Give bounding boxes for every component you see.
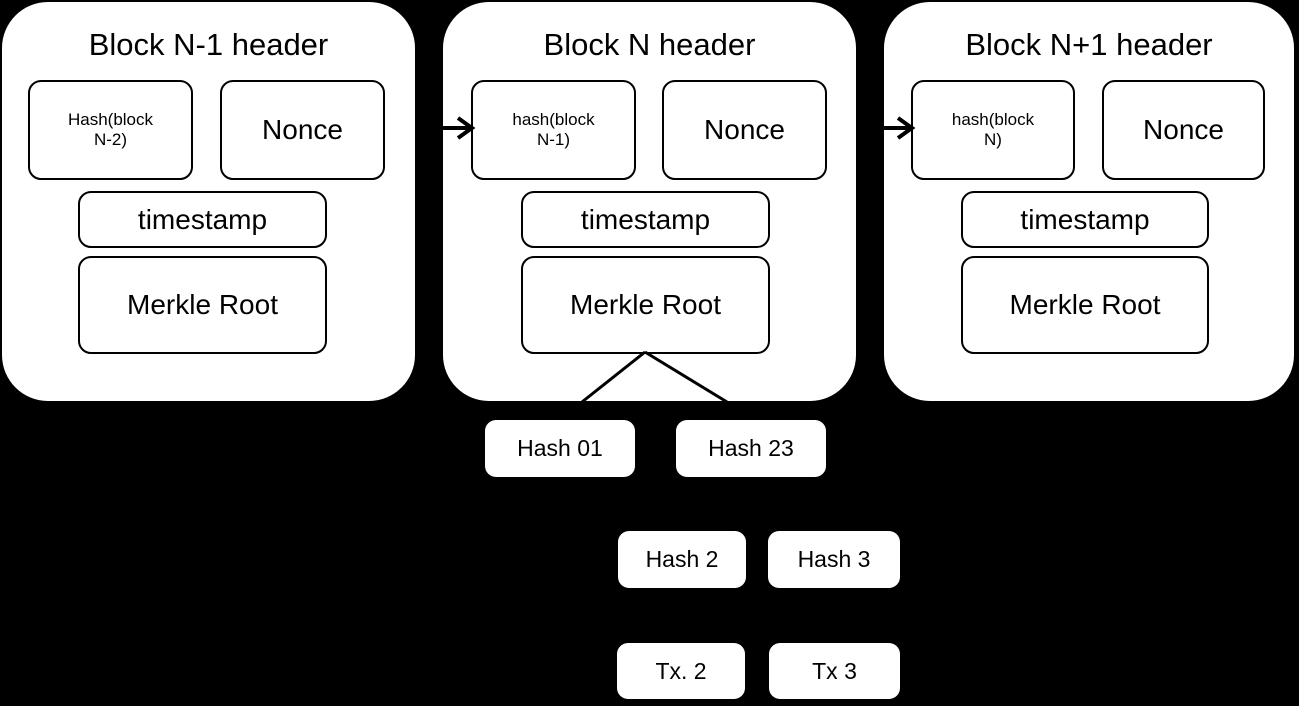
timestamp-field-n-plus-1: timestamp bbox=[961, 191, 1209, 248]
nonce-field-n: Nonce bbox=[662, 80, 827, 180]
merkle-root-field-n-minus-1: Merkle Root bbox=[78, 256, 327, 354]
merkle-leaf-hash-2: Hash 2 bbox=[618, 531, 746, 588]
transaction-tx-2: Tx. 2 bbox=[617, 643, 745, 699]
prev-hash-text-n-plus-1: hash(block N) bbox=[952, 110, 1034, 150]
prev-hash-line2-n-plus-1: N) bbox=[984, 130, 1002, 149]
block-title-n: Block N header bbox=[543, 27, 756, 62]
merkle-branch-hash-23: Hash 23 bbox=[676, 420, 826, 477]
merkle-root-field-n-plus-1: Merkle Root bbox=[961, 256, 1209, 354]
prev-hash-line1-n-plus-1: hash(block bbox=[951, 109, 1035, 129]
prev-hash-line1-n-minus-1: Hash(block bbox=[67, 109, 154, 129]
prev-hash-line2-n: N-1) bbox=[536, 130, 571, 149]
merkle-root-field-n: Merkle Root bbox=[521, 256, 770, 354]
block-title-n-minus-1: Block N-1 header bbox=[88, 27, 329, 62]
block-card-block-n: Block N header hash(block N-1) Nonce tim… bbox=[443, 2, 856, 401]
nonce-field-n-minus-1: Nonce bbox=[220, 80, 385, 180]
prev-hash-text-n: hash(block N-1) bbox=[512, 110, 594, 150]
merkle-branch-hash-01: Hash 01 bbox=[485, 420, 635, 477]
prev-hash-field-n: hash(block N-1) bbox=[471, 80, 636, 180]
prev-hash-line1-n: hash(block bbox=[512, 109, 595, 129]
timestamp-field-n-minus-1: timestamp bbox=[78, 191, 327, 248]
prev-hash-field-n-plus-1: hash(block N) bbox=[911, 80, 1075, 180]
prev-hash-line2-n-minus-1: N-2) bbox=[93, 130, 128, 149]
transaction-tx-3: Tx 3 bbox=[769, 643, 900, 699]
prev-hash-text-n-minus-1: Hash(block N-2) bbox=[68, 110, 153, 150]
nonce-field-n-plus-1: Nonce bbox=[1102, 80, 1265, 180]
block-title-n-plus-1: Block N+1 header bbox=[965, 27, 1213, 62]
timestamp-field-n: timestamp bbox=[521, 191, 770, 248]
block-card-block-n-minus-1: Block N-1 header Hash(block N-2) Nonce t… bbox=[2, 2, 415, 401]
prev-hash-field-n-minus-1: Hash(block N-2) bbox=[28, 80, 193, 180]
block-card-block-n-plus-1: Block N+1 header hash(block N) Nonce tim… bbox=[884, 2, 1294, 401]
merkle-leaf-hash-3: Hash 3 bbox=[768, 531, 900, 588]
